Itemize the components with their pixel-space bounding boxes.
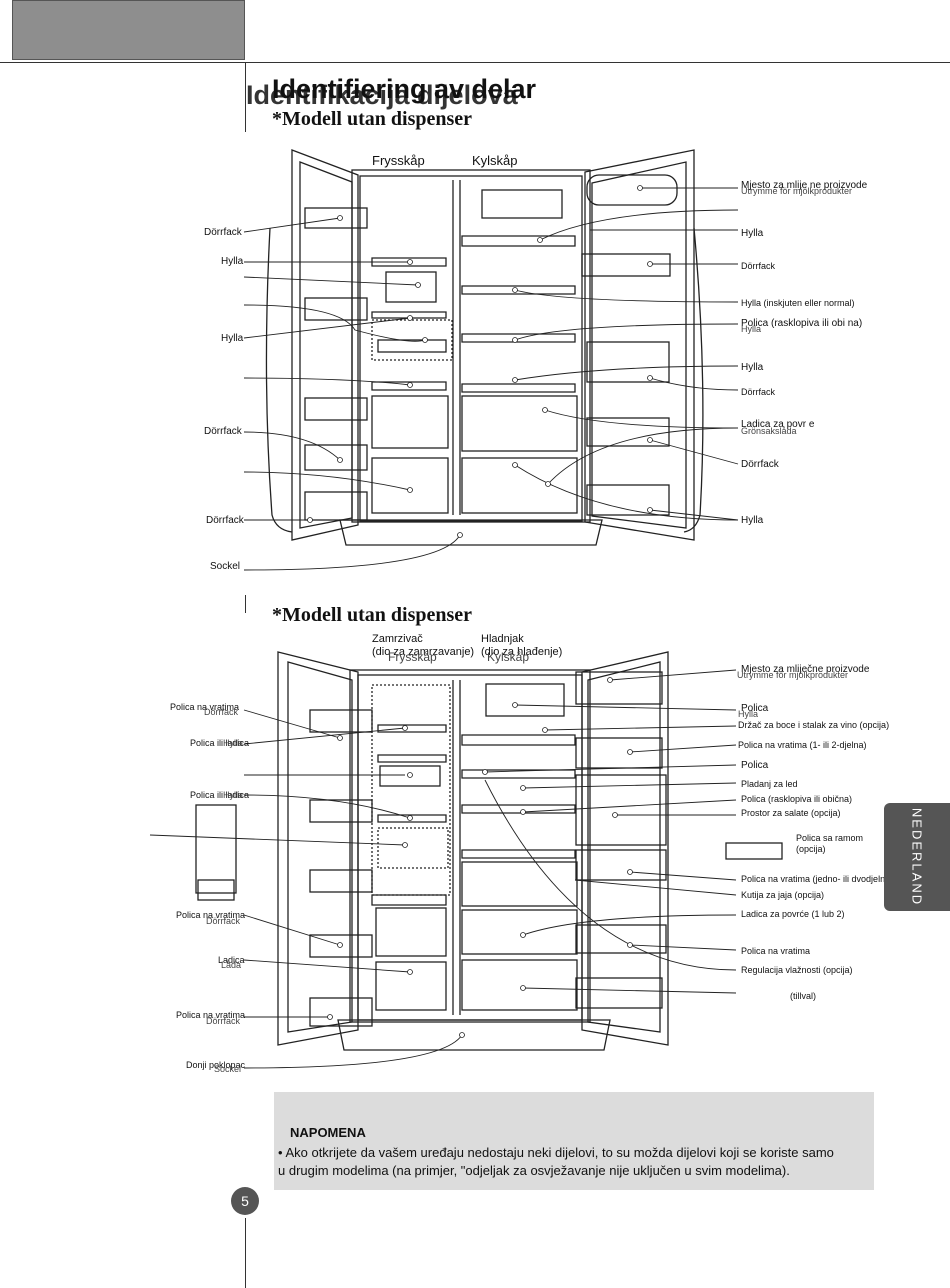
fig2-left-label: Polica na vratima: [176, 1010, 246, 1020]
fig2-right-label: (tillval): [790, 991, 816, 1001]
fig2-left-label-alt: Låda: [221, 960, 242, 970]
fig1-right-label-alt: Grönsakslåda: [741, 426, 797, 436]
note-title: NAPOMENA: [290, 1125, 366, 1140]
page-title-hr: Identifikacija dijelova: [246, 80, 518, 110]
fig2-left-label: Polica ili ladica: [190, 738, 250, 748]
fig2-freezer-hr: Zamrzivač (dio za zamrzavanje): [372, 633, 475, 658]
fig1-left-label: Dörrfack: [204, 426, 242, 437]
fig2-right-label: Polica na vratima: [741, 946, 811, 956]
fig1-right-label-alt: Hylla: [741, 324, 762, 334]
figure2-subtitle: *Modell utan dispenser: [272, 604, 473, 626]
fig2-left-label: Donji poklopac: [186, 1060, 246, 1070]
language-side-tab: NEDERLAND: [884, 803, 950, 911]
side-tab-label: NEDERLAND: [909, 807, 925, 907]
fig2-right-label: Ladica za povrće (1 lub 2): [741, 909, 845, 919]
fig2-frame-shelf-label: Polica sa ramom (opcija): [796, 833, 864, 854]
fig1-right-label: Hylla: [741, 228, 764, 239]
fig1-right-label: Dörrfack: [741, 261, 776, 271]
fig2-right-label: Polica na vratima (jedno- ili dvodjelna): [741, 874, 894, 884]
fig2-left-label: Polica na vratima: [170, 702, 240, 712]
fig2-right-label: Prostor za salate (opcija): [741, 808, 841, 818]
fig2-fridge-hr: Hladnjak (dio za hlađenje): [481, 633, 563, 658]
fig2-right-label-alt: Utrymme för mjölkprodukter: [737, 670, 849, 680]
fig2-right-label: Držač za boce i stalak za vino (opcija): [738, 720, 890, 730]
fig2-right-label: Polica (rasklopiva ili obična): [741, 794, 853, 804]
fig2-right-label: Kutija za jaja (opcija): [741, 890, 825, 900]
fig2-left-label: Ladica: [218, 955, 245, 965]
margin-line-mid: [245, 595, 246, 613]
page-title-sv: Identifiering av delar: [272, 74, 537, 104]
header-tab: [12, 0, 245, 60]
fig2-left-label-alt: Dörrfack: [204, 707, 239, 717]
fig2-fridge-sv: Kylskåp: [487, 650, 530, 664]
fig2-left-label-alt: Dörrfack: [206, 1016, 241, 1026]
fig2-right-label: Regulacija vlažnosti (opcija): [741, 965, 853, 975]
note-box: [274, 1092, 874, 1190]
fig2-left-label-alt: Hylla: [223, 738, 244, 748]
fig2-right-label: Polica: [741, 703, 769, 714]
fig1-left-label: Hylla: [221, 256, 244, 267]
fig2-freezer-sv: Frysskåp: [388, 650, 437, 664]
fig2-right-label: Polica: [741, 760, 769, 771]
fig1-right-label: Dörrfack: [741, 459, 779, 470]
fig2-left-label: Polica na vratima: [176, 910, 246, 920]
fig2-left-label: Polica ili ladica: [190, 790, 250, 800]
fig1-right-label: Polica (rasklopiva ili obi na): [741, 318, 863, 329]
fig1-right-label: Dörrfack: [741, 387, 776, 397]
fig1-left-label: Dörrfack: [206, 515, 244, 526]
figure1-fridge-label: Kylskåp: [472, 153, 518, 168]
fig2-left-label-alt: Dörrfack: [206, 916, 241, 926]
fig1-right-label: Hylla: [741, 515, 764, 526]
fig1-right-label: Hylla (inskjuten eller normal): [741, 298, 855, 308]
figure1-subtitle: *Modell utan dispenser: [272, 108, 473, 130]
fig2-right-label: Mjesto za mliječne proizvode: [741, 664, 870, 675]
fig1-left-label: Dörrfack: [204, 227, 242, 238]
figure1-freezer-label: Frysskåp: [372, 153, 425, 168]
fig1-right-label: Hylla: [741, 362, 764, 373]
note-text: • Ako otkrijete da vašem uređaju nedosta…: [278, 1145, 834, 1178]
fig1-left-label: Hylla: [221, 333, 244, 344]
fig2-right-label: Pladanj za led: [741, 779, 798, 789]
fig2-left-label-alt: Hylla: [223, 790, 244, 800]
header-rule: [0, 62, 950, 63]
fig2-left-label-alt: Sockel: [214, 1064, 242, 1074]
page-number: 5: [231, 1187, 259, 1215]
margin-line-top: [245, 62, 246, 132]
margin-line-bottom: [245, 1218, 246, 1288]
fig1-left-label: Sockel: [210, 561, 241, 572]
fig1-right-label: Mjesto za mlije ne proizvode: [741, 180, 868, 191]
fig1-right-label-alt: Utrymme för mjölkprodukter: [741, 186, 853, 196]
fig1-right-label: Ladica za povr e: [741, 419, 815, 430]
fig2-right-label-alt: Hylla: [738, 709, 759, 719]
fig2-right-label: Polica na vratima (1- ili 2-djelna): [738, 740, 867, 750]
